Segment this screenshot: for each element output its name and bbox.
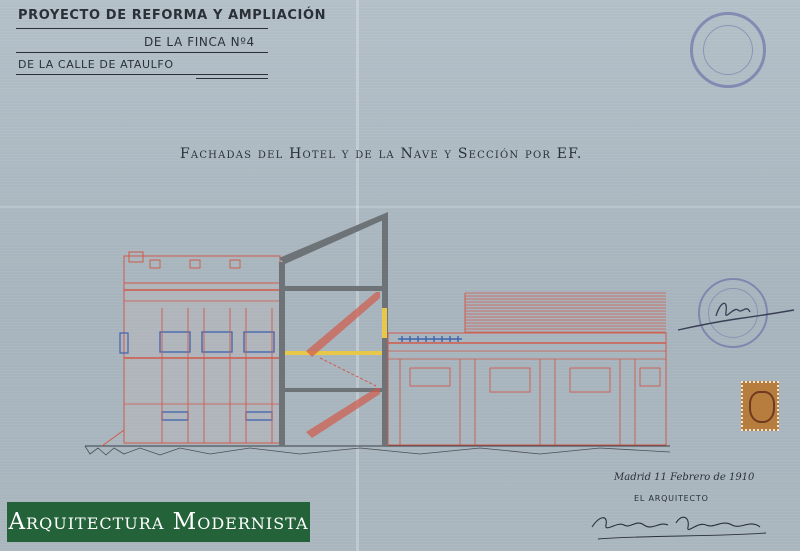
signature-icon — [677, 302, 795, 331]
fold-line-horizontal — [0, 206, 800, 208]
brand-banner: Arquitectura Modernista — [7, 502, 310, 542]
seal-stamp-icon — [690, 12, 766, 88]
title-line-3: de la calle de Ataulfo — [18, 58, 174, 71]
facade-section-drawing — [84, 212, 671, 456]
nave-facade — [387, 292, 667, 446]
title-rule — [196, 78, 268, 79]
title-rule — [16, 28, 268, 29]
signature-icon — [591, 516, 767, 540]
architect-label: EL ARQUITECTO — [634, 494, 709, 503]
drawing-title: Fachadas del Hotel y de la Nave y Secció… — [180, 146, 583, 162]
hotel-facade — [101, 251, 281, 447]
brand-text: Arquitectura Modernista — [8, 509, 309, 535]
title-block: Proyecto de reforma y ampliación de la f… — [16, 8, 326, 83]
fold-line-vertical — [356, 0, 359, 551]
title-rule — [16, 74, 268, 75]
title-line-2: de la finca Nº4 — [144, 35, 255, 49]
title-rule — [16, 52, 268, 53]
place-date: Madrid 11 Febrero de 1910 — [614, 472, 755, 483]
tax-stamp-icon — [741, 381, 779, 431]
seal-stamp-icon — [698, 278, 768, 348]
title-line-1: Proyecto de reforma y ampliación — [18, 8, 327, 23]
section-cut — [279, 212, 388, 446]
